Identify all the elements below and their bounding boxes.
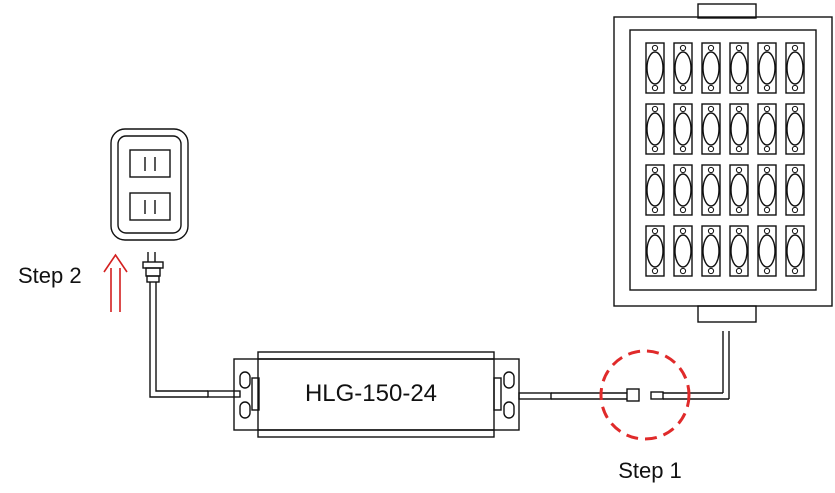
led-module [701, 164, 721, 216]
connector-female [626, 388, 640, 402]
led-module [645, 42, 665, 94]
connector-male [650, 391, 664, 400]
dc-cord-sleeve [518, 392, 552, 400]
led-module [785, 164, 805, 216]
step2-label: Step 2 [18, 263, 82, 288]
led-module [673, 103, 693, 155]
led-module [757, 103, 777, 155]
power-plug [142, 252, 164, 283]
led-module [785, 42, 805, 94]
step1-highlight-circle [599, 349, 691, 441]
mount-slot-right-bottom [503, 401, 515, 419]
wall-outlet [110, 128, 189, 241]
led-array [645, 42, 805, 277]
led-module [673, 164, 693, 216]
led-driver [233, 351, 520, 438]
mount-slot-right-top [503, 371, 515, 389]
fixture-panel [629, 29, 817, 291]
led-module [701, 103, 721, 155]
fixture-bracket-top [697, 3, 757, 19]
led-module [673, 42, 693, 94]
led-module [757, 42, 777, 94]
led-module [757, 225, 777, 277]
led-module [785, 225, 805, 277]
led-module [673, 225, 693, 277]
led-module [757, 164, 777, 216]
ac-cord-inner [155, 282, 208, 392]
ac-cord [149, 282, 208, 398]
mount-slot-left-top [239, 371, 251, 389]
led-module [729, 225, 749, 277]
step2-arrow-icon [103, 253, 128, 312]
fixture-housing [613, 16, 833, 307]
led-module [701, 225, 721, 277]
outlet-socket-top [129, 149, 171, 178]
fixture-bracket-bottom [697, 305, 757, 323]
led-module [701, 42, 721, 94]
step1-label: Step 1 [618, 458, 682, 483]
led-module [729, 164, 749, 216]
led-module [645, 164, 665, 216]
led-module [645, 103, 665, 155]
led-fixture [613, 3, 833, 323]
ac-cord-sleeve [207, 390, 241, 398]
led-module [785, 103, 805, 155]
mount-slot-left-bottom [239, 401, 251, 419]
driver-label: HLG-150-24 [305, 380, 437, 407]
outlet-socket-bottom [129, 192, 171, 221]
led-module [645, 225, 665, 277]
led-module [729, 103, 749, 155]
led-module [729, 42, 749, 94]
